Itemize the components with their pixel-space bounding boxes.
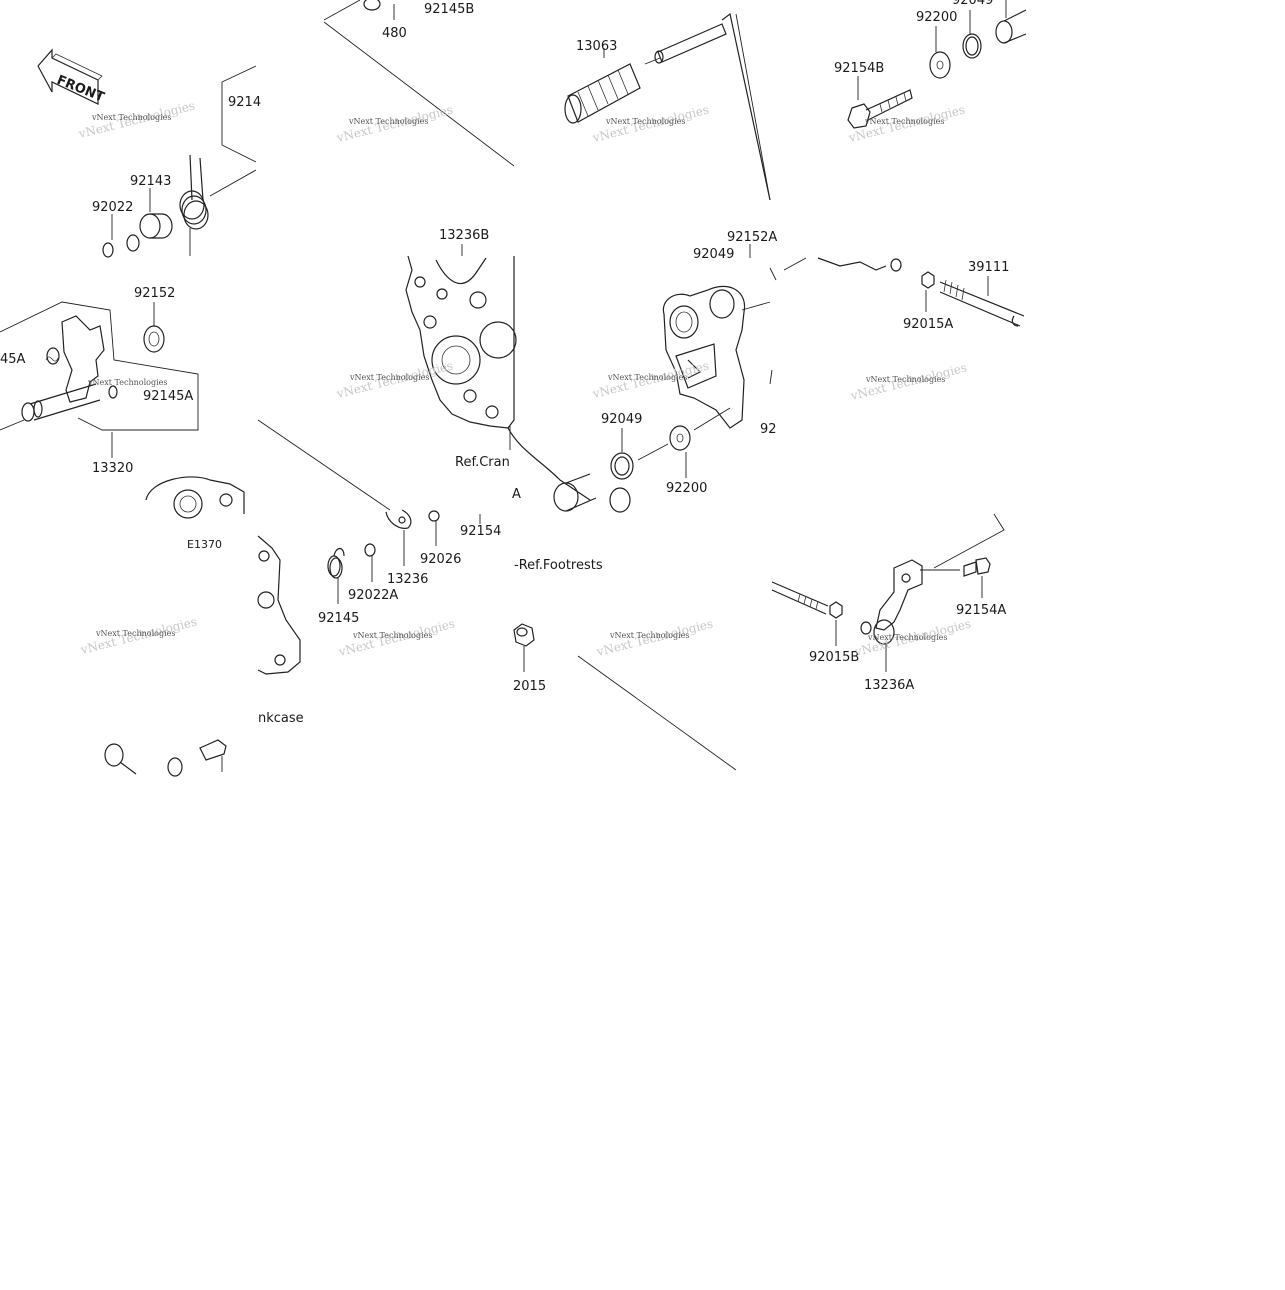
front-arrow-icon: FRONT: [37, 48, 107, 106]
spring-92145-icon: [327, 547, 345, 579]
label-92049-mid: 92049: [693, 247, 734, 262]
label-ref-crankcase: Ref.Cran: [455, 455, 510, 470]
shift-shaft-13320-icon: [21, 315, 118, 422]
nut-2015-icon: [513, 623, 535, 647]
watermark-2: vNext Technologies: [348, 117, 428, 126]
label-92152A: 92152A: [727, 230, 777, 245]
label-92145A: 92145A: [143, 389, 193, 404]
label-2015: 2015: [513, 679, 546, 694]
label-92154A: 92154A: [956, 603, 1006, 618]
rod-lower-icon: [771, 581, 829, 615]
seal-92049-center-icon: [610, 452, 634, 480]
crankcase-cover-icon: [405, 255, 591, 501]
bushing-13236B-icon: [553, 473, 631, 513]
label-92049-top: 92049: [952, 0, 993, 8]
washer-92200-center-icon: [669, 425, 691, 451]
watermark-3: vNext Technologies: [605, 117, 685, 126]
collar-top-right-icon: [995, 9, 1027, 44]
washer-92022A-icon: [364, 543, 376, 557]
watermark-11: vNext Technologies: [609, 631, 689, 640]
label-92026: 92026: [420, 552, 461, 567]
label-92154B: 92154B: [834, 61, 884, 76]
pedal-arm-13236A-icon: [860, 559, 923, 645]
crankcase-lower-icon: [257, 535, 301, 675]
label-92143: 92143: [130, 174, 171, 189]
pedal-bracket-icon: [662, 285, 746, 429]
washer-lower-left-icon: [104, 743, 183, 777]
label-13236: 13236: [387, 572, 428, 587]
label-92152: 92152: [134, 286, 175, 301]
label-13063: 13063: [576, 39, 617, 54]
label-13320: 13320: [92, 461, 133, 476]
watermark-10: vNext Technologies: [352, 631, 432, 640]
crankcase-part-icon: [145, 476, 245, 519]
seal-92049-top-icon: [962, 33, 982, 59]
label-9214: 9214: [228, 95, 261, 110]
label-ref-footrests: -Ref.Footrests: [514, 558, 603, 573]
label-92022: 92022: [92, 200, 133, 215]
nut-92015B-icon: [829, 601, 843, 619]
watermark-6: vNext Technologies: [349, 373, 429, 382]
watermark-8: vNext Technologies: [865, 375, 945, 384]
collar-92143-icon: [139, 213, 173, 239]
label-92015B: 92015B: [809, 650, 859, 665]
watermark-7: vNext Technologies: [607, 373, 687, 382]
label-92015A: 92015A: [903, 317, 953, 332]
washer-92152-icon: [143, 325, 165, 353]
watermark-4: vNext Technologies: [864, 117, 944, 126]
rod-39111-icon: [939, 279, 1025, 327]
bolt-92154B-icon: [847, 89, 913, 129]
label-92200-top: 92200: [916, 10, 957, 25]
part-labels: 480 92145B 13063 92200 92049 92154B 9214…: [0, 0, 1009, 726]
washer-92200-top-icon: [929, 51, 951, 79]
label-45A: 45A: [0, 352, 26, 367]
washer-480-icon: [363, 0, 381, 11]
rod-end-upper-icon: [783, 257, 902, 272]
label-92145B: 92145B: [424, 2, 474, 17]
lever-13236-icon: [385, 509, 440, 529]
bolt-92154A-icon: [963, 557, 991, 577]
label-92154: 92154: [460, 524, 501, 539]
label-a: A: [512, 487, 521, 502]
nut-92015A-icon: [921, 271, 935, 289]
bolt-lower-left-icon: [199, 739, 227, 772]
label-92-partial: 92: [760, 422, 777, 437]
label-92145: 92145: [318, 611, 359, 626]
watermark-12: vNext Technologies: [867, 633, 947, 642]
label-13236A: 13236A: [864, 678, 914, 693]
label-92022A: 92022A: [348, 588, 398, 603]
spring-92143-icon: [179, 154, 209, 256]
front-label: FRONT: [55, 73, 107, 106]
figure-code: E1370: [187, 538, 222, 551]
ring-92022-icon: [102, 234, 140, 258]
watermark-5: vNext Technologies: [87, 378, 167, 387]
footpeg-rubber-13063-icon: [564, 63, 641, 124]
watermarks: vNext Technologies vNext Technologies vN…: [76, 98, 972, 659]
label-crankcase: nkcase: [258, 711, 304, 726]
label-39111: 39111: [968, 260, 1009, 275]
label-13236B: 13236B: [439, 228, 489, 243]
label-92049-center: 92049: [601, 412, 642, 427]
watermark-1: vNext Technologies: [91, 113, 171, 122]
footpeg-pin-13063-icon: [654, 12, 771, 201]
watermark-9: vNext Technologies: [95, 629, 175, 638]
label-92200-center: 92200: [666, 481, 707, 496]
label-480: 480: [382, 26, 407, 41]
